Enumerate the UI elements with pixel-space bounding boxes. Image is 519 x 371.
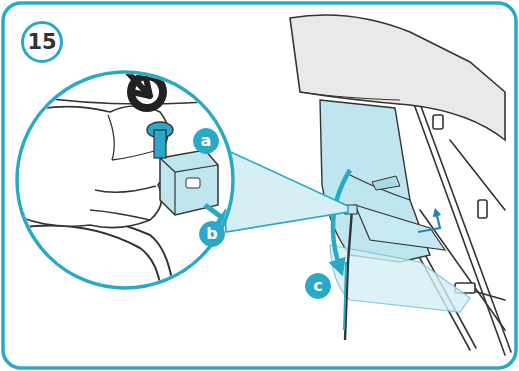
footrest-lowered xyxy=(330,245,470,312)
press-arrow xyxy=(118,62,150,96)
node-text: b xyxy=(206,226,217,242)
callout-letter: c xyxy=(305,273,331,299)
callout-letter: b xyxy=(199,221,225,247)
node-circle xyxy=(200,222,225,247)
node-circle xyxy=(194,129,219,154)
button-stem xyxy=(154,130,166,158)
canopy-edge xyxy=(300,92,400,100)
node-text: c xyxy=(313,278,322,294)
adjust-strap xyxy=(345,210,352,340)
seat-edge xyxy=(20,95,230,104)
lower-arrow xyxy=(333,170,350,268)
node-text: a xyxy=(201,133,212,149)
strap-highlight xyxy=(344,262,346,330)
callout-letter: a xyxy=(193,128,219,154)
seat-fold xyxy=(350,175,410,200)
zoom-band xyxy=(222,148,348,232)
step-number: 15 xyxy=(21,21,63,63)
latch-slot xyxy=(186,178,200,188)
strap-line xyxy=(18,226,162,301)
node-circle xyxy=(23,23,62,62)
footrest xyxy=(355,205,445,250)
node-text: 15 xyxy=(27,32,56,53)
slide-arrow xyxy=(205,205,228,222)
panel-border xyxy=(3,3,516,368)
node-circle xyxy=(306,274,331,299)
inset-detail xyxy=(10,62,230,300)
hand xyxy=(15,106,168,228)
footrest-arrow xyxy=(418,212,440,232)
seat-tab xyxy=(372,176,400,190)
